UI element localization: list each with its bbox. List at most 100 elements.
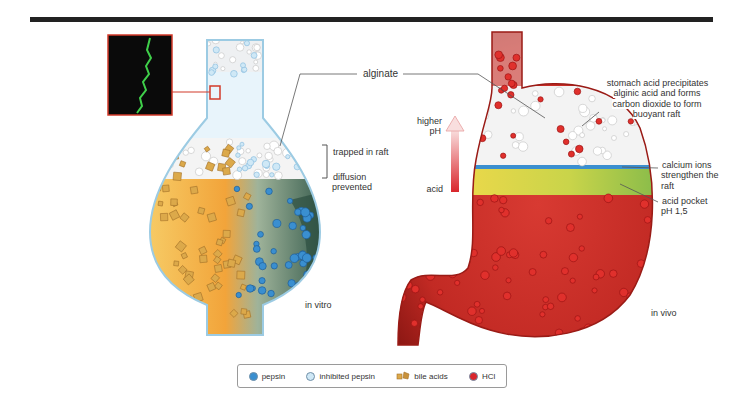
particle xyxy=(237,146,241,150)
callout-label: stomach acid precipitates alginic acid a… xyxy=(606,78,709,119)
inset-membrane xyxy=(137,38,151,113)
inset-marker xyxy=(210,86,220,99)
particle xyxy=(302,230,310,238)
callout-label: acid xyxy=(425,184,444,194)
particle xyxy=(247,50,251,54)
particle xyxy=(244,41,249,46)
legend-item: HCl xyxy=(469,372,495,381)
particle xyxy=(569,253,577,261)
particle xyxy=(213,64,218,69)
particle xyxy=(274,172,282,180)
particle xyxy=(570,278,575,283)
flask-particles xyxy=(147,36,320,318)
particle xyxy=(503,292,511,300)
top-bar xyxy=(30,17,713,22)
particle xyxy=(230,57,236,63)
particle xyxy=(407,197,416,206)
particle xyxy=(610,270,617,277)
bile-acid-particle xyxy=(180,213,189,222)
particle xyxy=(575,316,581,322)
bile-acid-particle xyxy=(183,274,194,285)
particle xyxy=(640,200,648,208)
particle xyxy=(399,235,406,242)
particle xyxy=(295,209,302,216)
particle xyxy=(519,106,529,116)
particle xyxy=(566,224,574,232)
legend-item: bile acids xyxy=(396,371,447,381)
bile-acid-particle xyxy=(241,308,247,314)
legend-label: pepsin xyxy=(262,372,286,381)
ph-bar xyxy=(451,130,459,192)
particle xyxy=(259,262,266,269)
particle xyxy=(547,303,553,309)
particle xyxy=(195,168,203,176)
legend-item: pepsin xyxy=(249,372,286,381)
particle xyxy=(259,278,265,284)
particle xyxy=(540,251,547,258)
leaders xyxy=(280,74,658,202)
particle xyxy=(266,188,273,195)
legend-label: inhibited pepsin xyxy=(319,372,375,381)
particle xyxy=(657,147,662,152)
particle xyxy=(455,280,460,285)
particle xyxy=(481,271,489,279)
particle xyxy=(412,285,420,293)
stomach-raft xyxy=(470,86,670,166)
particle xyxy=(538,97,543,102)
particle xyxy=(254,172,259,177)
particle xyxy=(400,274,406,280)
particle xyxy=(448,210,454,216)
particle xyxy=(508,80,515,87)
particle xyxy=(300,149,310,159)
bile-acid-particle xyxy=(199,255,207,263)
particle xyxy=(247,159,254,166)
particle xyxy=(608,116,617,125)
leader-line xyxy=(622,167,658,168)
bile-acid-particle xyxy=(230,309,238,317)
particle xyxy=(209,70,215,76)
particle xyxy=(468,307,477,316)
particle xyxy=(448,269,456,277)
particle xyxy=(258,287,266,295)
particle xyxy=(511,133,516,138)
bile-acid-particle xyxy=(158,201,163,206)
label-box: acid pocket pH 1,5 xyxy=(661,196,719,217)
particle xyxy=(545,218,551,224)
label-box: trapped in raft xyxy=(332,147,390,157)
particle xyxy=(513,54,520,61)
callout-label: in vitro xyxy=(304,300,333,310)
bile-acid-particle xyxy=(173,172,181,180)
particle xyxy=(515,133,523,141)
bile-acid-particle xyxy=(207,282,216,291)
flask-liquid xyxy=(140,179,330,339)
acid-pocket xyxy=(470,169,670,195)
particle xyxy=(540,312,545,317)
particle xyxy=(264,143,270,149)
bile-acid-particle xyxy=(160,213,168,221)
particle xyxy=(263,172,269,178)
particle xyxy=(495,102,502,109)
particle xyxy=(624,132,629,137)
ph-head xyxy=(446,116,464,131)
particle xyxy=(493,265,499,271)
particle xyxy=(500,153,505,158)
particle xyxy=(561,268,568,275)
particle xyxy=(226,139,232,145)
bile-acid-particle xyxy=(162,185,169,192)
particle xyxy=(271,263,277,269)
bile-acid-particle xyxy=(168,302,175,309)
particle xyxy=(252,44,260,52)
particle xyxy=(654,157,659,162)
raft-bracket xyxy=(322,145,327,178)
bile-acid-particle xyxy=(214,264,222,272)
particle xyxy=(246,285,254,293)
legend-swatch xyxy=(306,372,315,381)
particle xyxy=(628,119,633,124)
particle xyxy=(257,153,262,158)
particle xyxy=(254,44,260,50)
legend-label: bile acids xyxy=(414,372,447,381)
particle xyxy=(302,254,311,263)
bile-acid-particle xyxy=(207,213,216,222)
particle xyxy=(287,198,292,203)
